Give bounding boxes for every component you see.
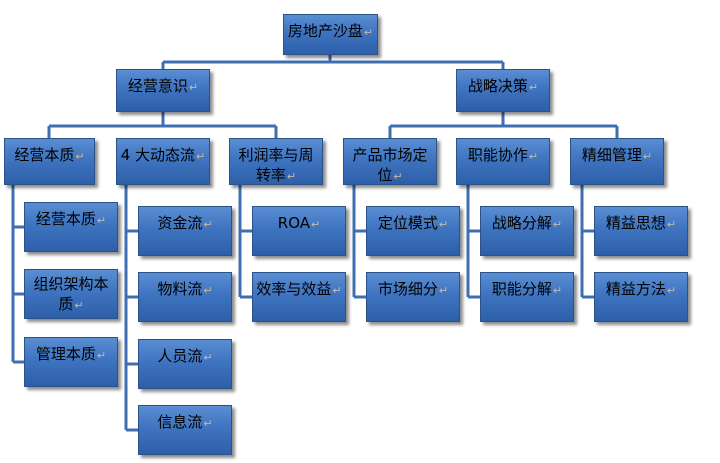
node-lirun: 利润率与周转率↵ <box>229 138 323 185</box>
node-zhanlue: 战略决策↵ <box>456 69 550 112</box>
paragraph-mark-icon: ↵ <box>666 218 677 231</box>
node-sixiang: 精益思想↵ <box>594 206 688 256</box>
paragraph-mark-icon: ↵ <box>311 218 321 231</box>
paragraph-mark-icon: ↵ <box>203 218 213 231</box>
node-label: 战略决策 <box>467 77 528 95</box>
node-benzhi-1: 经营本质↵ <box>24 202 118 252</box>
node-fangfa: 精益方法↵ <box>594 272 688 322</box>
node-label: 产品市场定位 <box>352 146 428 184</box>
node-renyuan: 人员流↵ <box>138 339 232 389</box>
node-label: 战略分解 <box>491 214 552 232</box>
paragraph-mark-icon: ↵ <box>96 214 107 227</box>
paragraph-mark-icon: ↵ <box>438 218 449 231</box>
paragraph-mark-icon: ↵ <box>363 26 374 39</box>
paragraph-mark-icon: ↵ <box>438 284 449 297</box>
node-root: 房地产沙盘↵ <box>283 14 378 55</box>
paragraph-mark-icon: ↵ <box>286 170 297 183</box>
node-zijin: 资金流↵ <box>138 206 232 256</box>
node-label: 职能分解 <box>491 280 552 298</box>
paragraph-mark-icon: ↵ <box>203 351 213 364</box>
node-label: 精益思想 <box>605 214 666 232</box>
node-label: 定位模式 <box>377 214 438 232</box>
node-label: 资金流 <box>157 214 203 232</box>
paragraph-mark-icon: ↵ <box>203 284 213 297</box>
node-label: ROA <box>277 214 310 232</box>
node-jingxi: 精细管理↵ <box>570 138 664 185</box>
paragraph-mark-icon: ↵ <box>196 150 206 163</box>
paragraph-mark-icon: ↵ <box>642 150 653 163</box>
node-zhineng: 职能协作↵ <box>456 138 550 185</box>
paragraph-mark-icon: ↵ <box>528 81 539 94</box>
node-xinxi: 信息流↵ <box>138 405 232 455</box>
node-label: 市场细分 <box>377 280 438 298</box>
paragraph-mark-icon: ↵ <box>96 349 107 362</box>
node-label: 管理本质 <box>35 345 96 363</box>
node-shichang: 市场细分↵ <box>366 272 460 322</box>
paragraph-mark-icon: ↵ <box>666 284 677 297</box>
node-xiaolv: 效率与效益↵ <box>252 272 346 322</box>
node-roa: ROA↵ <box>252 206 346 256</box>
paragraph-mark-icon: ↵ <box>203 417 213 430</box>
paragraph-mark-icon: ↵ <box>188 81 199 94</box>
node-label: 职能协作 <box>467 146 528 164</box>
node-chanpin: 产品市场定位↵ <box>343 138 437 185</box>
paragraph-mark-icon: ↵ <box>332 284 342 297</box>
node-label: 物料流 <box>157 280 203 298</box>
node-benzhi-3: 管理本质↵ <box>24 337 118 387</box>
paragraph-mark-icon: ↵ <box>75 150 85 163</box>
node-benzhi-2: 组织架构本质↵ <box>24 269 118 319</box>
node-label: 经营本质 <box>35 210 96 228</box>
node-wuliao: 物料流↵ <box>138 272 232 322</box>
node-label: 经营意识 <box>127 77 188 95</box>
node-dongtai: 4 大动态流↵ <box>116 138 210 185</box>
node-label: 4 大动态流 <box>120 146 196 164</box>
node-label: 人员流 <box>157 347 203 365</box>
node-dingwei: 定位模式↵ <box>366 206 460 256</box>
node-label: 组织架构本质 <box>33 275 109 313</box>
node-label: 效率与效益 <box>256 280 332 298</box>
node-znfj: 职能分解↵ <box>480 272 574 322</box>
paragraph-mark-icon: ↵ <box>74 299 84 312</box>
node-label: 房地产沙盘 <box>287 22 363 40</box>
node-jingying: 经营意识↵ <box>116 69 210 112</box>
paragraph-mark-icon: ↵ <box>393 170 403 183</box>
node-label: 精益方法 <box>605 280 666 298</box>
node-zlfj: 战略分解↵ <box>480 206 574 256</box>
paragraph-mark-icon: ↵ <box>528 150 539 163</box>
node-label: 信息流 <box>157 413 203 431</box>
node-benzhi: 经营本质↵ <box>4 138 95 185</box>
node-label: 经营本质 <box>14 146 75 164</box>
node-label: 利润率与周转率 <box>238 146 314 184</box>
paragraph-mark-icon: ↵ <box>552 218 563 231</box>
node-label: 精细管理 <box>581 146 642 164</box>
paragraph-mark-icon: ↵ <box>552 284 563 297</box>
